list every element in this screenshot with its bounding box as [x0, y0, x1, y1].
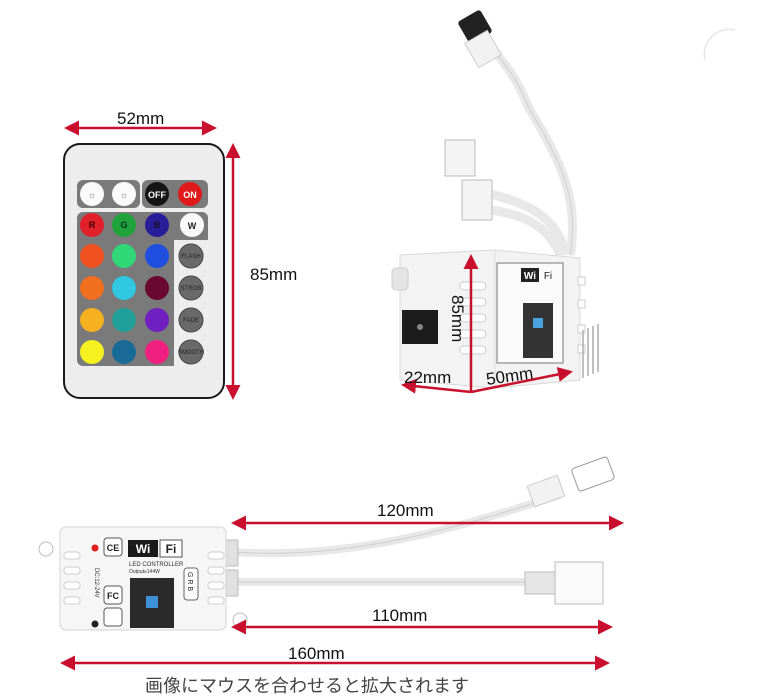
controller-depth-label: 22mm	[404, 368, 451, 387]
red-label: R	[89, 220, 96, 230]
male-connector	[571, 456, 615, 492]
controller-height-label: 85mm	[448, 295, 467, 342]
upper-cable-label: 120mm	[377, 501, 434, 520]
total-length-label: 160mm	[288, 644, 345, 663]
smooth-button	[178, 339, 204, 365]
weee-icon	[103, 607, 123, 627]
fade-label: FADE	[183, 318, 199, 324]
sun-up-icon: ☼	[88, 190, 96, 200]
color-button	[145, 308, 169, 332]
off-button	[145, 182, 169, 206]
corner-decoration	[703, 28, 736, 61]
color-button	[112, 340, 136, 364]
product-dimension-image: 52mm 85mm ☼ ☼ OFF ON R G B W FLASH STROB…	[38, 10, 736, 671]
remote-control: 52mm 85mm ☼ ☼ OFF ON R G B W FLASH STROB…	[63, 109, 297, 400]
wifi-controller-3d: Wi Fi 85mm 22mm 50mm	[391, 10, 599, 394]
flash-label: FLASH	[181, 254, 200, 260]
color-button	[80, 340, 104, 364]
wifi-wi: Wi	[524, 271, 536, 282]
wifi-controller-flat: DC:12-24V CE FC Wi Fi LED CONTROLLER Out…	[38, 456, 624, 671]
off-label: OFF	[148, 190, 166, 200]
green-label: G	[120, 220, 127, 230]
pin-label: G R B	[186, 572, 193, 591]
color-button	[80, 213, 104, 237]
strobe-button	[178, 275, 204, 301]
zoom-hint-text: 画像にマウスを合わせると拡大されます	[145, 676, 469, 697]
color-button	[112, 244, 136, 268]
color-button	[112, 276, 136, 300]
white-label: W	[188, 221, 197, 231]
strobe-label: STROB	[181, 286, 202, 292]
controller-output: Output≤144W	[129, 569, 160, 575]
female-connector	[554, 561, 604, 605]
wifi-wi: Wi	[136, 542, 151, 556]
qr-code	[523, 303, 553, 358]
on-label: ON	[183, 190, 197, 200]
fc-mark: FC	[107, 591, 119, 601]
color-button	[80, 244, 104, 268]
sun-down-icon: ☼	[120, 190, 128, 200]
color-button	[145, 244, 169, 268]
brightness-up-button	[80, 182, 104, 206]
color-button	[145, 276, 169, 300]
color-buttons	[80, 213, 169, 364]
ce-mark: CE	[107, 543, 120, 553]
smooth-label: SMOOTH	[178, 350, 204, 356]
lower-cable-label: 110mm	[372, 606, 427, 625]
female-connector	[444, 139, 476, 177]
female-connector	[461, 179, 493, 221]
white-button	[180, 213, 204, 237]
remote-width-label: 52mm	[117, 109, 164, 128]
controller-title: LED CONTROLLER	[129, 562, 184, 568]
color-button	[145, 340, 169, 364]
controller-depth-arrow	[401, 378, 472, 394]
fade-button	[178, 307, 204, 333]
color-button	[112, 308, 136, 332]
remote-height-label: 85mm	[250, 265, 297, 284]
flash-button	[178, 243, 204, 269]
controller-width-arrow	[470, 367, 573, 394]
color-button	[80, 308, 104, 332]
voltage-text: DC:12-24V	[93, 568, 99, 598]
color-button	[112, 213, 136, 237]
brightness-down-button	[112, 182, 136, 206]
color-button	[80, 276, 104, 300]
wifi-fi: Fi	[166, 542, 177, 556]
wifi-fi: Fi	[544, 271, 552, 282]
blue-label: B	[154, 220, 161, 230]
color-button	[145, 213, 169, 237]
on-button	[178, 182, 202, 206]
